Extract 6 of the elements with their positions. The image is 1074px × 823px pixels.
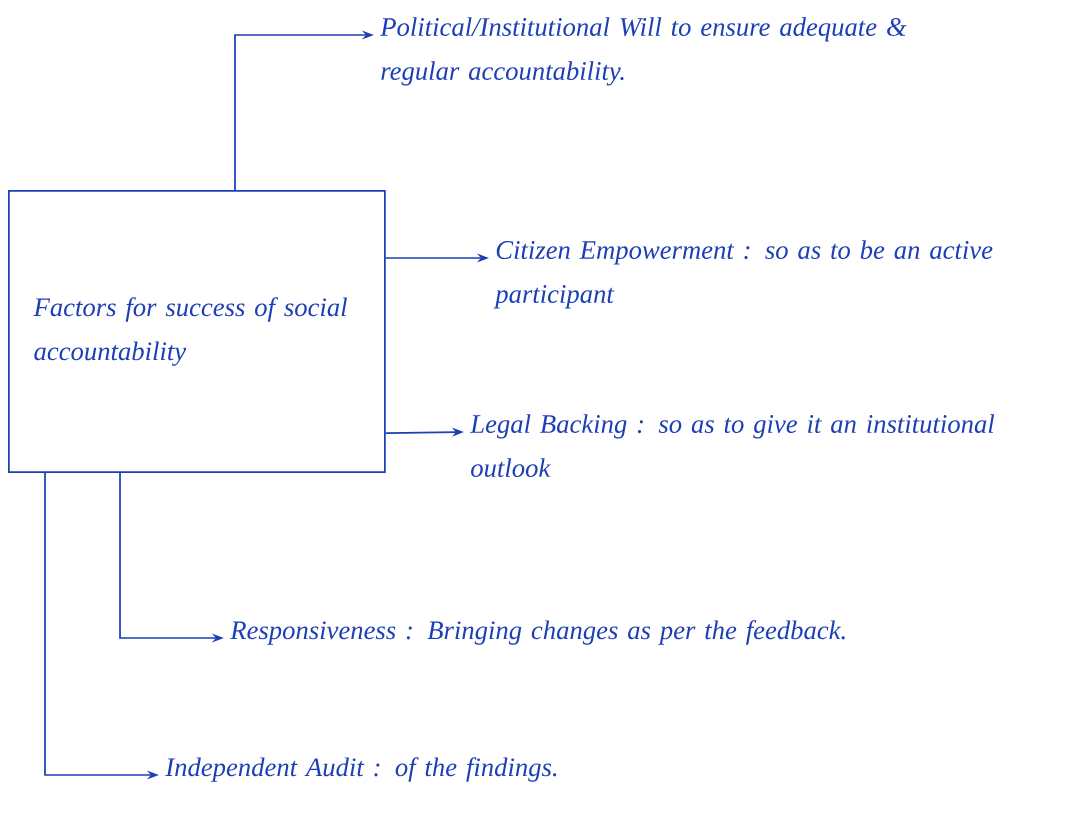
factor-text: Independent Audit : of the findings.: [165, 757, 557, 782]
factor-text: Responsiveness : Bringing changes as per the feedback.: [230, 620, 845, 645]
factor-text: Legal Backing : so as to give it an institutional outlook: [469, 414, 995, 478]
factor-box: Factors for success of social accountability: [8, 190, 386, 474]
factor-text: Citizen Empowerment : so as to be an active participant: [493, 240, 993, 309]
factor-text: Political/Institutional Will to ensure adequate & regular accountability.: [380, 17, 907, 86]
